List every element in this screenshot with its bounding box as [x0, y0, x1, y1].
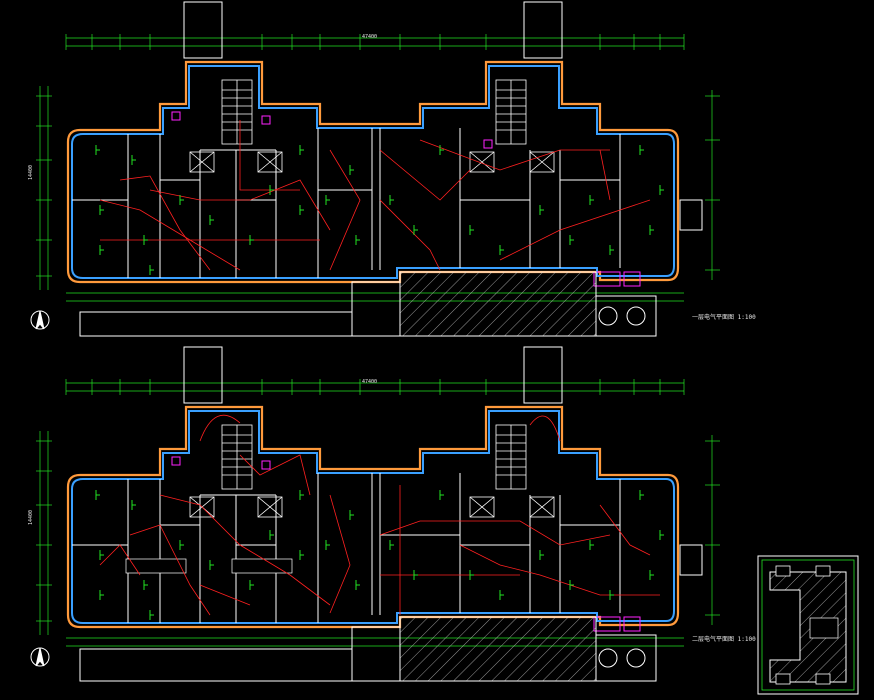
key-plan [757, 555, 859, 695]
right-dimension-chain [705, 435, 720, 625]
stair-core-right [469, 424, 555, 518]
interior-walls [72, 128, 621, 278]
exterior-wall [66, 60, 680, 284]
tank-symbols [595, 634, 657, 682]
key-plan-title: 键图 [818, 630, 829, 636]
plan-upper [30, 1, 720, 337]
note-boxes [125, 558, 293, 574]
north-arrow-icon [30, 310, 50, 330]
interior-walls [72, 473, 621, 623]
plan-lower-left-total-dim: 14400 [28, 509, 34, 525]
plan-upper-left-total-dim: 14400 [28, 164, 34, 180]
plan-upper-caption: 一层电气平面图 1:100 [692, 314, 756, 321]
exterior-wall [66, 405, 680, 629]
stair-core-right [469, 79, 555, 173]
device-symbols [95, 490, 664, 620]
plan-lower-caption: 二层电气平面图 1:100 [692, 636, 756, 643]
right-dimension-chain [705, 90, 720, 280]
left-dimension-chain [36, 431, 52, 635]
plan-lower-top-total-dim: 47400 [362, 379, 378, 385]
hatched-zone [399, 271, 597, 337]
tank-symbols [595, 295, 657, 337]
top-dimension-chain [65, 34, 685, 50]
plan-lower [30, 346, 720, 682]
stair-tower-left [183, 1, 223, 59]
stair-core-left [189, 79, 283, 173]
wiring-circuits [99, 120, 651, 271]
left-dimension-chain [36, 86, 52, 290]
podium-outline [79, 648, 353, 682]
plan-upper-top-total-dim: 47400 [362, 34, 378, 40]
north-arrow-icon [30, 647, 50, 667]
stair-tower-right [523, 1, 563, 59]
wiring-circuits [99, 414, 660, 616]
podium-outline [79, 311, 353, 337]
device-symbols [95, 145, 664, 275]
hatched-zone [399, 616, 597, 682]
